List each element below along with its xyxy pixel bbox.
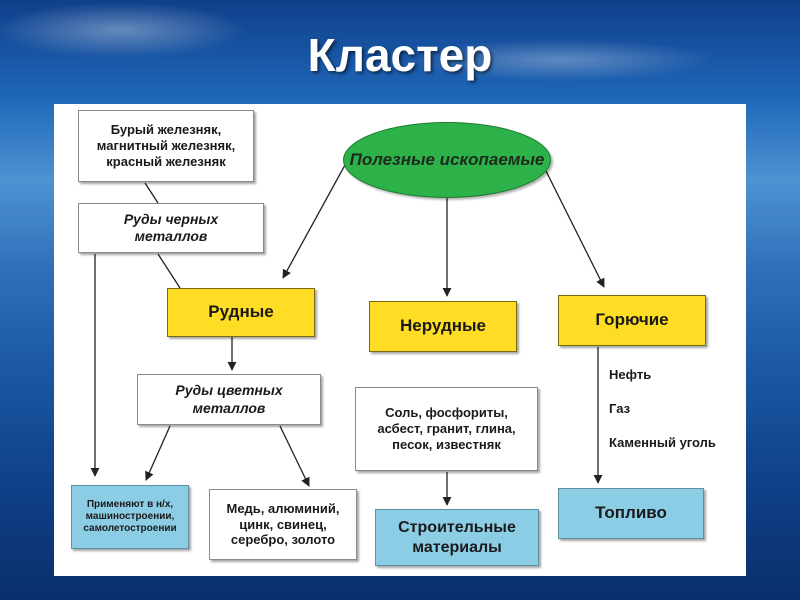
fuel-item-oil: Нефть bbox=[609, 367, 652, 382]
center-node: Полезные ископаемые bbox=[343, 122, 551, 198]
ferrous-ores-box: Руды черных металлов bbox=[78, 203, 264, 253]
category-nonore: Нерудные bbox=[369, 301, 517, 352]
category-fuel: Горючие bbox=[558, 295, 706, 346]
slide-title: Кластер bbox=[307, 29, 493, 81]
category-ore: Рудные bbox=[167, 288, 315, 337]
nonferrous-ores-box: Руды цветных металлов bbox=[137, 374, 321, 425]
line-iron-to-ferrous bbox=[144, 182, 159, 204]
arrow-nonferrous-to-examples bbox=[279, 425, 310, 487]
nonore-examples-box: Соль, фосфориты, асбест, гранит, глина, … bbox=[355, 387, 538, 471]
fuel-result-box: Топливо bbox=[558, 488, 704, 539]
arrow-center-to-ore bbox=[282, 164, 346, 279]
fuel-item-coal: Каменный уголь bbox=[609, 435, 716, 450]
line-ferrous-to-ore bbox=[157, 253, 181, 289]
nonferrous-examples-box: Медь, алюминий, цинк, свинец, серебро, з… bbox=[209, 489, 357, 560]
usage-box: Применяют в н/х, машиностроении, самолет… bbox=[71, 485, 189, 549]
construction-materials-box: Строительные материалы bbox=[375, 509, 539, 566]
arrow-center-to-fuel bbox=[542, 164, 605, 288]
fuel-item-gas: Газ bbox=[609, 401, 631, 416]
arrow-nonferrous-to-usage bbox=[145, 425, 171, 481]
iron-examples-box: Бурый железняк, магнитный железняк, крас… bbox=[78, 110, 254, 182]
